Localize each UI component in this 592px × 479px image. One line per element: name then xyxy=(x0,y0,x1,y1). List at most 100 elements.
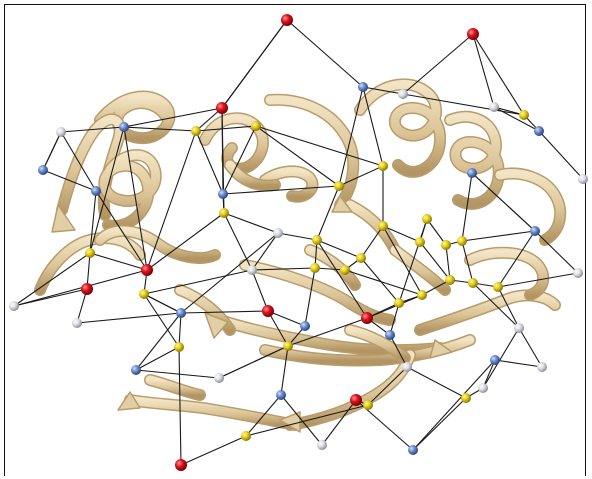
yellow-residue-node xyxy=(378,161,388,171)
interaction-edge xyxy=(146,212,225,271)
interaction-edge xyxy=(362,86,404,95)
red-residue-node xyxy=(141,264,153,276)
interaction-edge xyxy=(143,269,253,295)
yellow-residue-node xyxy=(378,221,388,231)
interaction-edge xyxy=(304,267,316,327)
white-residue-node xyxy=(247,265,257,275)
yellow-residue-node xyxy=(445,275,455,285)
yellow-residue-node xyxy=(219,208,229,218)
interaction-edge xyxy=(316,239,362,259)
interaction-edge xyxy=(402,93,525,116)
interaction-edge xyxy=(60,126,125,133)
blue-residue-node xyxy=(530,226,540,236)
blue-residue-node xyxy=(91,186,101,196)
interaction-edge xyxy=(482,359,496,389)
interaction-edge xyxy=(60,131,97,192)
residue-nodes xyxy=(9,14,588,471)
interaction-edge xyxy=(245,394,282,437)
interaction-edge xyxy=(135,312,182,371)
interaction-edge xyxy=(494,359,543,368)
blue-residue-node xyxy=(490,355,500,365)
interaction-edge xyxy=(123,126,148,271)
interaction-edge xyxy=(389,302,400,336)
ribbon-segment xyxy=(495,169,565,245)
interaction-edge xyxy=(42,131,62,171)
interaction-edge xyxy=(95,190,148,271)
red-residue-node xyxy=(175,459,187,471)
white-residue-node xyxy=(214,373,224,383)
blue-residue-node xyxy=(276,390,286,400)
interaction-edge xyxy=(123,107,223,128)
interaction-edge xyxy=(135,346,180,371)
yellow-residue-node xyxy=(241,431,251,441)
interaction-edge xyxy=(419,241,451,281)
interaction-edge xyxy=(123,126,197,132)
interaction-edge xyxy=(461,230,536,242)
ribbon-segment xyxy=(125,395,300,430)
yellow-residue-node xyxy=(340,265,350,275)
white-residue-node xyxy=(578,174,588,184)
interaction-edge xyxy=(316,239,368,319)
interaction-edge xyxy=(255,125,340,187)
blue-residue-node xyxy=(534,126,544,136)
interaction-edge xyxy=(286,19,364,88)
interaction-edge xyxy=(518,327,543,368)
interaction-edge xyxy=(538,130,584,180)
white-residue-node xyxy=(398,89,408,99)
white-residue-node xyxy=(489,102,499,112)
ribbon-segment xyxy=(265,95,358,210)
yellow-residue-node xyxy=(422,214,432,224)
yellow-residue-node xyxy=(519,110,529,120)
interaction-edge xyxy=(280,345,289,396)
interaction-edge xyxy=(222,185,340,195)
blue-residue-node xyxy=(385,330,395,340)
interaction-edge xyxy=(223,212,253,271)
white-residue-node xyxy=(402,362,412,372)
interaction-edge xyxy=(267,310,289,347)
interaction-edge xyxy=(382,225,423,296)
blue-residue-node xyxy=(119,122,129,132)
strand-arrowhead xyxy=(429,339,453,359)
red-residue-node xyxy=(81,283,93,295)
ribbon-segment xyxy=(465,248,548,300)
ribbon-segment xyxy=(345,200,400,255)
interaction-edge xyxy=(180,232,279,314)
blue-residue-node xyxy=(218,189,228,199)
interaction-edge xyxy=(251,269,269,312)
ribbon-segment xyxy=(95,226,220,263)
interaction-edge xyxy=(195,130,224,195)
interaction-edge xyxy=(180,435,247,466)
interaction-edge xyxy=(267,310,306,327)
ribbon-segment xyxy=(99,150,161,231)
interaction-edge xyxy=(360,225,384,259)
interaction-edge xyxy=(89,126,125,254)
interaction-edge xyxy=(421,279,451,296)
interaction-edge xyxy=(251,267,316,271)
interaction-edge xyxy=(76,312,182,324)
red-residue-node xyxy=(262,305,274,317)
yellow-residue-node xyxy=(85,248,95,258)
interaction-edge xyxy=(472,33,495,108)
blue-residue-node xyxy=(300,321,310,331)
yellow-residue-node xyxy=(468,278,478,288)
interaction-edges xyxy=(13,19,584,466)
interaction-edge xyxy=(135,369,220,379)
interaction-edge xyxy=(360,257,400,304)
interaction-edge xyxy=(412,397,467,451)
interaction-edge xyxy=(426,218,447,246)
interaction-edge xyxy=(86,252,91,290)
red-residue-node xyxy=(361,312,373,324)
ribbon-segment xyxy=(305,245,360,290)
red-residue-node xyxy=(350,394,362,406)
ribbon-segment xyxy=(260,167,317,202)
interaction-edge xyxy=(344,269,423,296)
strand-arrowhead xyxy=(117,391,141,411)
interaction-edge xyxy=(472,282,520,329)
interaction-edge xyxy=(389,334,408,368)
interaction-edge xyxy=(461,172,473,242)
interaction-edge xyxy=(287,317,368,347)
ribbon-segment xyxy=(240,260,395,325)
interaction-edge xyxy=(280,394,323,446)
